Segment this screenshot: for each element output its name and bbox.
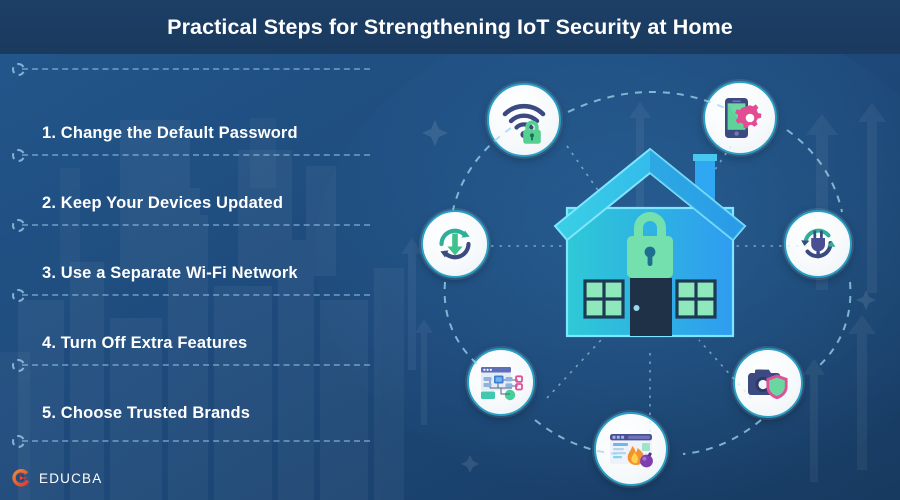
download-arrow-icon	[447, 233, 463, 256]
iot-diagram	[443, 90, 852, 455]
list-item-step-3[interactable]: 3. Use a Separate Wi-Fi Network	[42, 264, 298, 282]
divider-dot-icon	[12, 63, 25, 76]
node-firmware-update[interactable]	[421, 210, 489, 278]
flame-icon	[627, 446, 645, 465]
node-phone-settings[interactable]	[703, 81, 777, 155]
network-diagram-icon	[481, 367, 523, 401]
header-bar: Practical Steps for Strengthening IoT Se…	[0, 0, 900, 54]
update-download-icon	[439, 228, 471, 260]
list-divider	[12, 149, 370, 162]
list-divider	[12, 219, 370, 232]
list-item-step-4[interactable]: 4. Turn Off Extra Features	[42, 334, 248, 352]
power-plug-refresh-icon	[801, 228, 836, 259]
divider-dot-icon	[12, 359, 25, 372]
wifi-padlock-icon	[502, 103, 546, 144]
house-window-right	[675, 279, 717, 319]
list-divider	[12, 359, 370, 372]
gear-icon	[735, 104, 762, 129]
bomb-icon	[640, 452, 653, 468]
educba-mark-icon	[12, 469, 30, 487]
node-wifi-lock[interactable]	[487, 83, 561, 157]
list-item-step-2[interactable]: 2. Keep Your Devices Updated	[42, 194, 284, 212]
node-network-topology[interactable]	[467, 348, 535, 416]
house-door	[630, 278, 672, 336]
educba-logo-text: EDUCBA	[39, 470, 103, 486]
divider-dot-icon	[12, 219, 25, 232]
divider-dot-icon	[12, 149, 25, 162]
list-divider	[12, 63, 370, 76]
list-divider	[12, 435, 370, 448]
steps-list: 1. Change the Default Password 2. Keep Y…	[0, 54, 400, 500]
plug-icon	[811, 230, 825, 259]
shield-icon	[766, 374, 788, 400]
divider-dot-icon	[12, 289, 25, 302]
node-firewall-browser[interactable]	[594, 412, 668, 486]
list-item-step-5[interactable]: 5. Choose Trusted Brands	[42, 404, 251, 422]
browser-firewall-icon	[610, 434, 653, 468]
node-power-plug[interactable]	[784, 210, 852, 278]
smartphone-gear-icon	[725, 98, 762, 138]
camera-shield-icon	[748, 369, 788, 400]
smart-home-illustration	[553, 147, 747, 338]
list-divider	[12, 289, 370, 302]
list-item-step-1[interactable]: 1. Change the Default Password	[42, 124, 298, 142]
educba-logo[interactable]: EDUCBA	[10, 467, 102, 489]
node-camera-shield[interactable]	[733, 348, 803, 418]
page-title: Practical Steps for Strengthening IoT Se…	[167, 14, 733, 39]
divider-dot-icon	[12, 435, 25, 448]
padlock-overlay-icon	[523, 120, 541, 144]
house-window-left	[583, 279, 625, 319]
